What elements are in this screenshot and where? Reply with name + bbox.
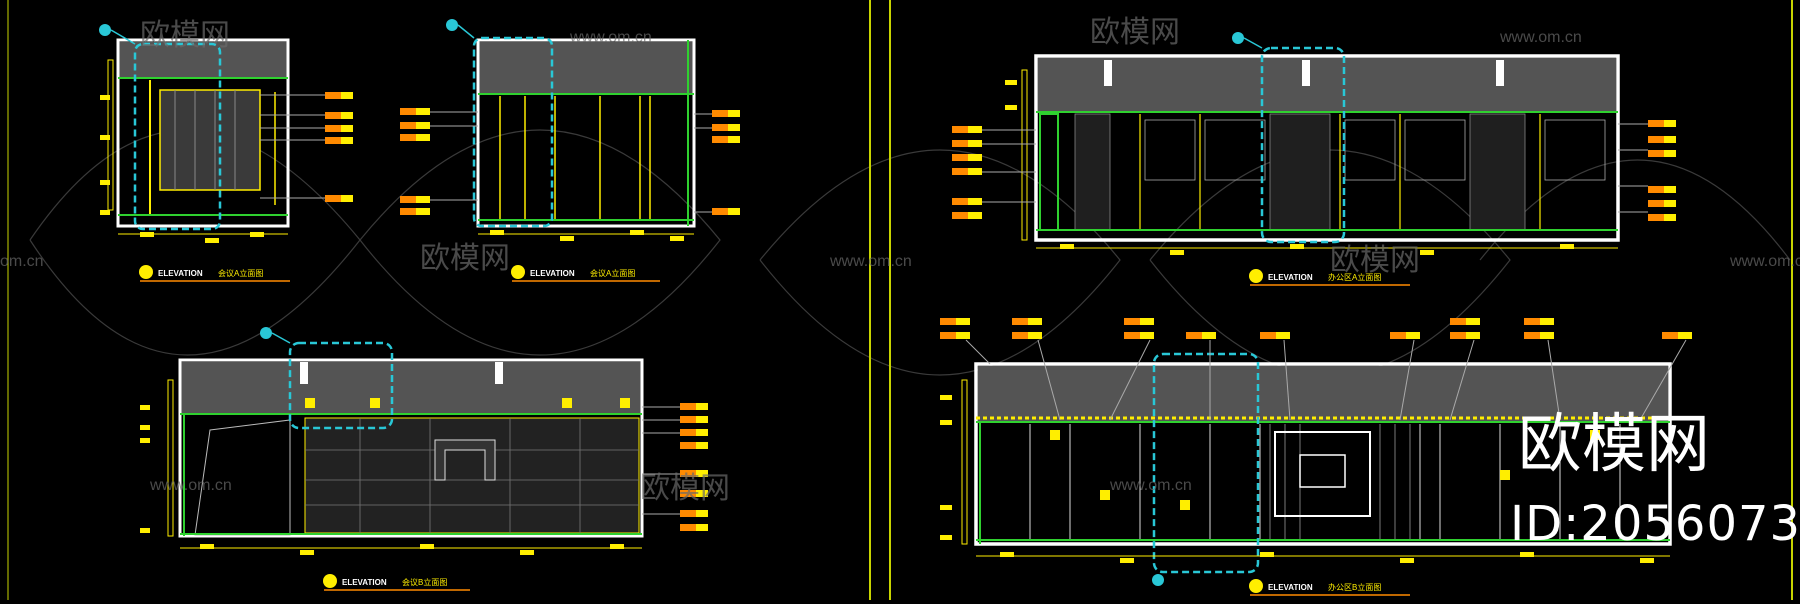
elevation-5-top-tags xyxy=(940,318,1692,339)
svg-text:www.om.cn: www.om.cn xyxy=(829,253,912,270)
elevation-5: ELEVATION 办公区B立面图 xyxy=(940,318,1692,596)
svg-text:ELEVATION: ELEVATION xyxy=(1268,583,1313,592)
elevation-1-title-block: ELEVATION 会议A立面图 xyxy=(139,265,290,282)
elevation-4-detail-callout xyxy=(1260,46,1346,244)
svg-text:欧模网: 欧模网 xyxy=(1330,244,1420,277)
elevation-5-title-block: ELEVATION 办公区B立面图 xyxy=(1249,579,1410,596)
svg-text:ELEVATION: ELEVATION xyxy=(342,578,387,587)
svg-text:www.om.cn: www.om.cn xyxy=(1109,477,1192,494)
svg-text:欧模网: 欧模网 xyxy=(420,242,510,275)
svg-text:ELEVATION: ELEVATION xyxy=(530,269,575,278)
elevation-2-right-tags xyxy=(712,110,740,215)
svg-text:www.om.cn: www.om.cn xyxy=(1729,253,1800,270)
elevation-2-detail-callout xyxy=(472,36,554,228)
watermarks: 欧模网 www.om.cn 欧模网 www.om.cn om.cn 欧模网 ww… xyxy=(0,16,1800,505)
svg-text:办公区B立面图: 办公区B立面图 xyxy=(1328,582,1381,592)
watermark-id: ID:2056073 xyxy=(1510,496,1800,552)
svg-text:欧模网: 欧模网 xyxy=(640,472,730,505)
elevation-3-ceiling xyxy=(180,362,642,414)
svg-text:www.om.cn: www.om.cn xyxy=(569,29,652,46)
elevation-2-ceiling xyxy=(478,42,694,94)
elevation-2: ELEVATION 会议A立面图 xyxy=(400,19,740,282)
svg-text:会议B立面图: 会议B立面图 xyxy=(402,577,447,587)
elevation-5-detail-callout xyxy=(1152,352,1260,574)
svg-text:办公区A立面图: 办公区A立面图 xyxy=(1328,272,1381,282)
elevation-1: ELEVATION 会议A立面图 xyxy=(99,24,353,282)
elevation-1-tags xyxy=(325,92,353,202)
elevation-3: ELEVATION 会议B立面图 xyxy=(140,327,708,591)
elevation-4-ceiling xyxy=(1038,58,1616,112)
svg-text:ELEVATION: ELEVATION xyxy=(158,269,203,278)
elevation-1-ceiling xyxy=(118,42,288,78)
svg-text:www.om.cn: www.om.cn xyxy=(149,477,232,494)
elevation-1-detail-callout xyxy=(133,42,222,231)
svg-text:om.cn: om.cn xyxy=(0,253,44,270)
elevation-4-right-tags xyxy=(1648,120,1676,221)
elevation-1-leaders xyxy=(260,94,328,199)
svg-text:www.om.cn: www.om.cn xyxy=(1499,29,1582,46)
svg-text:欧模网: 欧模网 xyxy=(1090,16,1180,49)
svg-text:会议A立面图: 会议A立面图 xyxy=(590,268,635,278)
elevation-3-title-block: ELEVATION 会议B立面图 xyxy=(323,574,470,591)
elevation-4-left-tags xyxy=(952,80,1017,219)
watermark-brand-large: 欧模网 xyxy=(1518,408,1710,482)
elevation-3-right-tags xyxy=(680,403,708,531)
elevation-4-title-block: ELEVATION 办公区A立面图 xyxy=(1249,269,1410,286)
svg-text:会议A立面图: 会议A立面图 xyxy=(218,268,263,278)
svg-text:ELEVATION: ELEVATION xyxy=(1268,273,1313,282)
elevation-2-left-tags xyxy=(400,108,430,215)
elevation-3-detail-callout xyxy=(288,341,394,430)
sheet-dividers xyxy=(7,0,1793,600)
elevation-4: ELEVATION 办公区A立面图 xyxy=(952,32,1676,286)
svg-text:欧模网: 欧模网 xyxy=(140,19,230,52)
elevation-2-title-block: ELEVATION 会议A立面图 xyxy=(511,265,660,282)
